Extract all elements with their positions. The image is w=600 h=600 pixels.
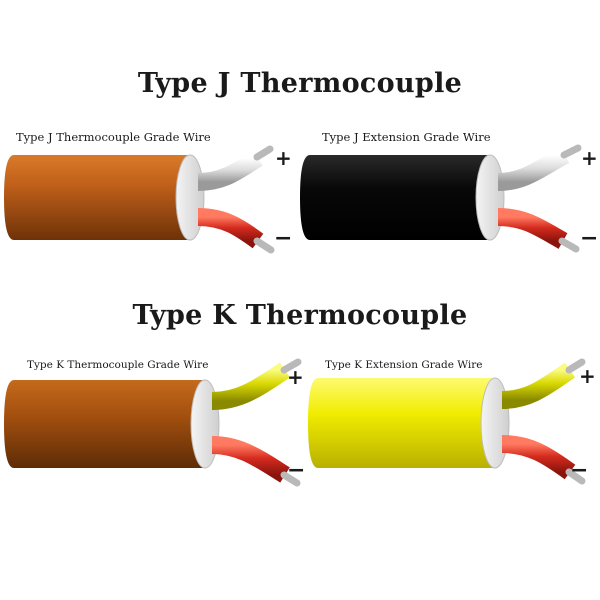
negative-bare-tip [253,237,275,254]
positive-conductor [211,362,290,410]
positive-sign: + [579,364,596,388]
positive-bare-tip [565,358,586,374]
negative-sign: − [274,226,292,251]
negative-bare-tip [558,237,580,253]
positive-bare-tip [253,145,274,161]
negative-bare-tip [565,468,586,485]
negative-conductor [197,208,264,249]
positive-bare-tip [280,358,302,374]
positive-conductor [501,362,576,409]
type-k-thermocouple-grade-label: Type K Thermocouple Grade Wire [27,359,209,371]
positive-sign: + [287,365,304,389]
type-k-extension-grade-label: Type K Extension Grade Wire [325,359,483,371]
jacket-end [475,154,505,241]
positive-sign: + [581,146,598,170]
type-j-extension-grade-label: Type J Extension Grade Wire [322,130,491,144]
negative-bare-tip [280,471,301,487]
type-k-extension-grade-cable: + − [308,358,596,485]
jacket [300,155,490,240]
jacket-end [175,154,205,241]
type-j-title: Type J Thermocouple [137,68,463,99]
negative-sign: − [580,226,598,251]
type-j-thermocouple-grade-label: Type J Thermocouple Grade Wire [16,130,211,144]
positive-conductor [497,147,570,191]
type-k-thermocouple-grade-cable: + − [4,358,305,487]
type-j-extension-grade-cable: + − [300,144,598,253]
negative-conductor [211,436,290,483]
type-j-thermocouple-grade-cable: + − [4,145,292,254]
negative-sign: − [287,458,305,483]
jacket [308,378,495,468]
positive-conductor [197,150,263,191]
negative-conductor [501,435,576,480]
jacket [4,380,205,468]
positive-sign: + [275,146,292,170]
jacket [4,155,190,240]
negative-sign: − [570,458,588,483]
type-k-title: Type K Thermocouple [132,300,468,331]
negative-conductor [497,208,568,249]
positive-bare-tip [560,144,582,159]
